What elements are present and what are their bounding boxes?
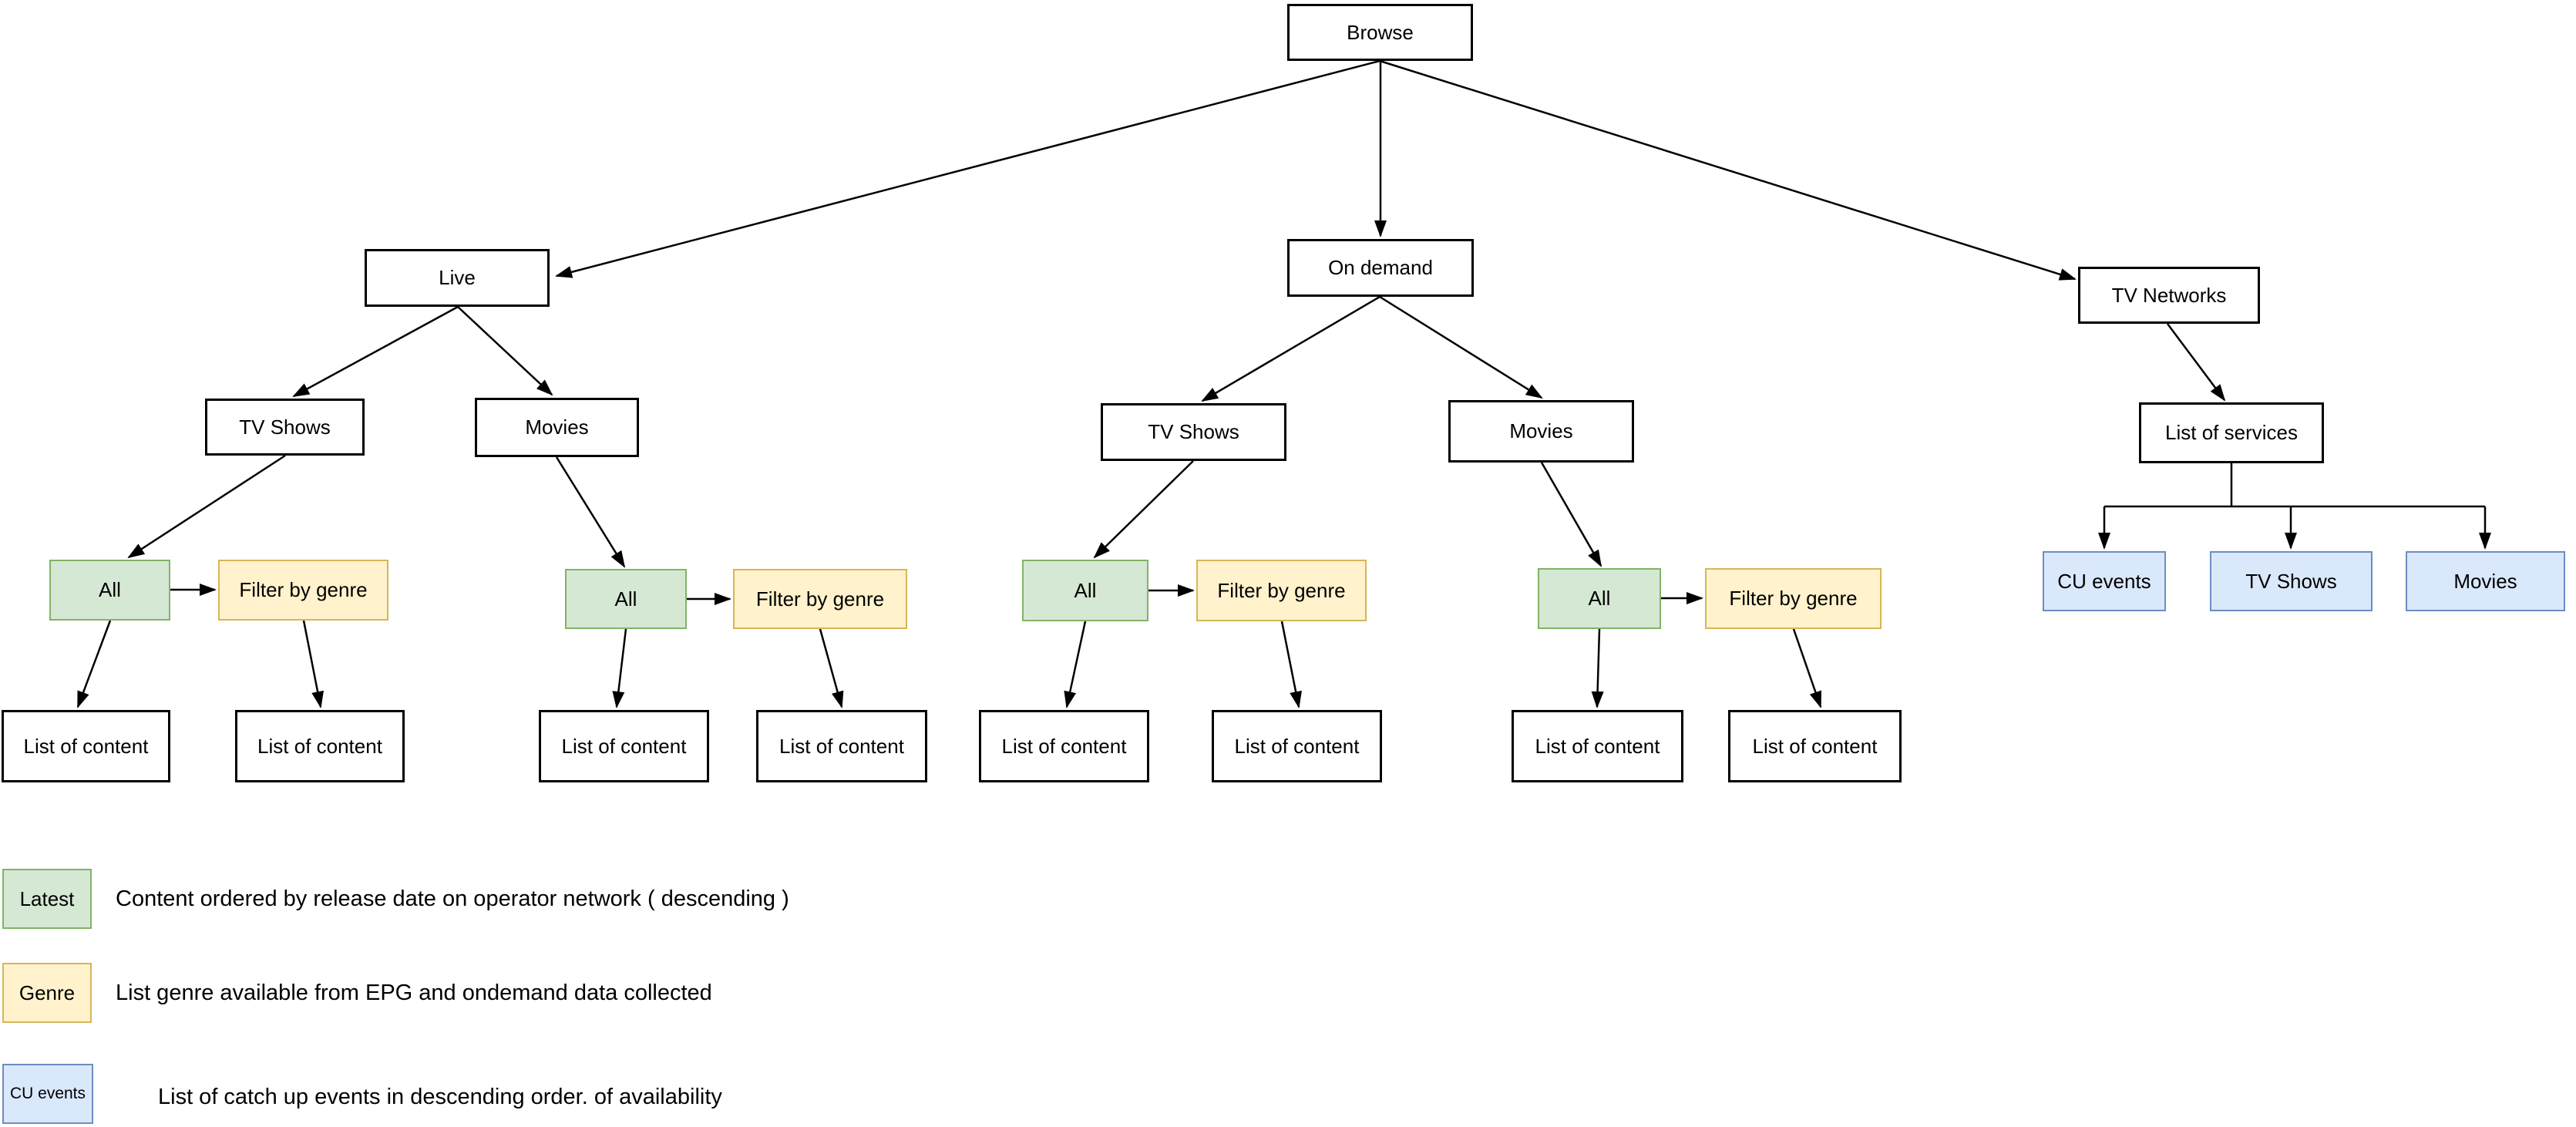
connector-arrow (1379, 59, 2077, 281)
connector-arrow (1591, 628, 1604, 708)
node-network-movies: Movies (2406, 551, 2565, 611)
legend-swatch-latest: Latest (2, 869, 92, 929)
node-on-demand: On demand (1287, 239, 1474, 297)
node-live-tvshows-all: All (49, 560, 170, 621)
connector-arrow (555, 59, 1380, 278)
connector-arrow (1792, 628, 1822, 708)
node-live-movies: Movies (475, 398, 639, 457)
connector-arrow (612, 628, 627, 708)
node-list-of-content: List of content (539, 710, 709, 782)
node-ondemand-tvshows-filter-by-genre: Filter by genre (1196, 560, 1367, 621)
legend-text-latest: Content ordered by release date on opera… (116, 886, 789, 911)
node-ondemand-tv-shows: TV Shows (1101, 403, 1286, 461)
connector-arrow (457, 306, 553, 396)
connector-arrow (1540, 462, 1602, 567)
node-live-movies-all: All (565, 569, 687, 629)
connector-arrow (1379, 295, 1543, 399)
node-live: Live (365, 249, 550, 307)
node-list-of-content: List of content (1512, 710, 1683, 782)
legend-swatch-genre: Genre (2, 963, 92, 1023)
connector-tree (2104, 463, 2485, 508)
connector-arrow (1201, 295, 1380, 402)
connector-arrow (1093, 460, 1194, 559)
connector-arrow (555, 456, 626, 568)
node-live-tvshows-filter-by-genre: Filter by genre (218, 560, 388, 621)
connector-arrow (1280, 621, 1302, 708)
connector-arrow (302, 620, 324, 708)
connector-arrow (2166, 323, 2226, 402)
legend-swatch-cu-events: CU events (2, 1064, 93, 1124)
node-ondemand-tvshows-all: All (1022, 560, 1148, 621)
node-ondemand-movies: Movies (1448, 400, 1634, 463)
node-tv-networks: TV Networks (2078, 267, 2260, 324)
node-ondemand-movies-filter-by-genre: Filter by genre (1705, 568, 1882, 629)
connector-arrow (1064, 621, 1087, 708)
connector-arrow (76, 620, 112, 708)
legend-text-genre: List genre available from EPG and ondema… (116, 981, 712, 1005)
connector-arrow (819, 628, 844, 708)
node-ondemand-movies-all: All (1538, 568, 1661, 629)
node-live-movies-filter-by-genre: Filter by genre (733, 569, 907, 629)
legend-text-cu-events: List of catch up events in descending or… (158, 1085, 722, 1109)
node-browse: Browse (1287, 4, 1473, 61)
connector-arrow (292, 305, 459, 398)
node-live-tv-shows: TV Shows (205, 399, 365, 456)
node-network-tv-shows: TV Shows (2210, 551, 2373, 611)
node-list-of-services: List of services (2139, 402, 2324, 463)
node-list-of-content: List of content (1728, 710, 1902, 782)
node-list-of-content: List of content (1212, 710, 1382, 782)
connector-arrow (127, 454, 286, 559)
node-list-of-content: List of content (2, 710, 170, 782)
node-list-of-content: List of content (979, 710, 1149, 782)
node-cu-events: CU events (2043, 551, 2166, 611)
node-list-of-content: List of content (756, 710, 927, 782)
node-list-of-content: List of content (235, 710, 405, 782)
